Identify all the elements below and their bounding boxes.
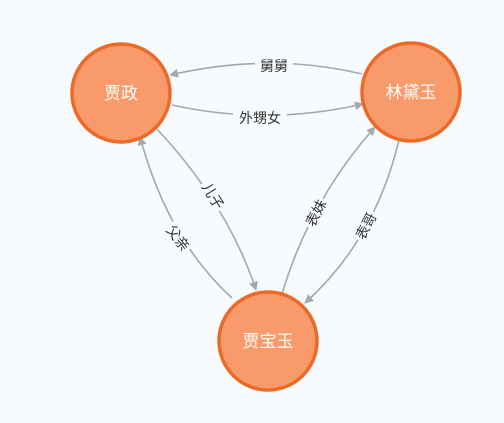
edge-line[interactable] xyxy=(156,128,258,291)
edge-line[interactable] xyxy=(137,136,233,299)
node-label: 贾政 xyxy=(104,84,138,104)
node-circle[interactable] xyxy=(70,42,172,144)
edge-jiazheng-to-lindaiyu[interactable]: 外甥女 xyxy=(171,101,364,128)
node-label: 林黛玉 xyxy=(386,83,437,103)
edge-lindaiyu-to-jiazheng[interactable]: 舅舅 xyxy=(169,56,363,78)
edge-jiabaoyu-to-jiazheng[interactable]: 父亲 xyxy=(137,136,233,299)
edge-jiabaoyu-to-lindaiyu[interactable]: 表妹 xyxy=(281,126,376,295)
edge-jiazheng-to-jiabaoyu[interactable]: 儿子 xyxy=(156,128,258,291)
edge-label: 舅舅 xyxy=(260,59,288,75)
node-circle[interactable] xyxy=(217,290,319,392)
node-circle[interactable] xyxy=(360,41,462,143)
node-jiazheng[interactable]: 贾政 xyxy=(70,42,172,144)
node-lindaiyu[interactable]: 林黛玉 xyxy=(360,41,462,143)
node-jiabaoyu[interactable]: 贾宝玉 xyxy=(217,290,319,392)
edge-line[interactable] xyxy=(281,126,376,295)
edge-label: 外甥女 xyxy=(239,110,281,127)
node-label: 贾宝玉 xyxy=(243,332,294,352)
